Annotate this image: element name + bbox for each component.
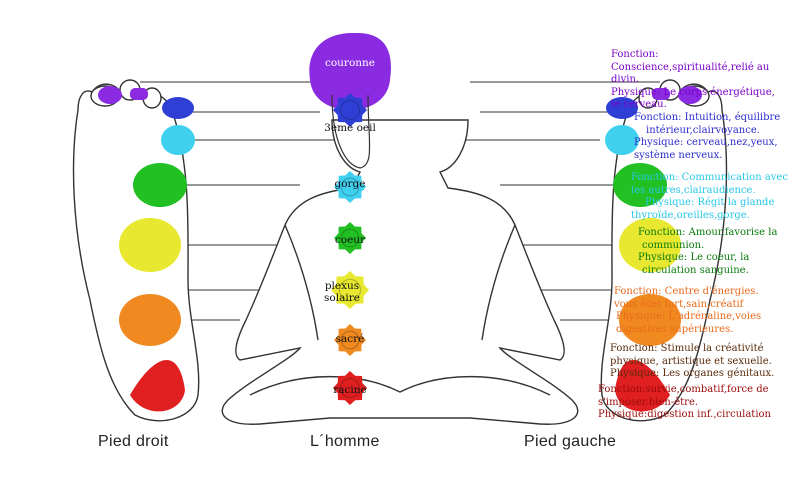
description-line: thyroïde,oreilles,gorge.: [631, 209, 750, 221]
throat-chakra: [334, 171, 366, 203]
description-line: le cerveau.: [611, 99, 667, 110]
chakra-label-sacral: sacré: [335, 333, 365, 345]
figure-label: L´homme: [310, 433, 380, 450]
description-line: circulation sanguine.: [642, 264, 749, 276]
chakra-label-third-eye: 3eme oeil: [324, 122, 376, 134]
chakra-label-heart: coeur: [334, 234, 366, 246]
chakra-label-throat: gorge: [334, 178, 366, 190]
zone-third-eye-right-foot: [162, 97, 194, 119]
description-line: physique, artistique et sexuelle.: [610, 355, 772, 367]
chakra-flowers: [331, 93, 369, 405]
description-sacral: Fonction: Stimule la créativité physique…: [610, 343, 774, 381]
chakra-label-solar: plexus solaire: [324, 280, 360, 304]
description-line: communion.: [642, 239, 705, 251]
seated-figure-outline: [221, 119, 579, 425]
zone-third-eye-left-foot: [606, 97, 638, 119]
zone-heart-left-foot: [613, 163, 667, 207]
zone-solar-left-foot: [619, 218, 681, 272]
description-line: vous êtes fort,sain,créatif: [614, 298, 744, 310]
sacral-chakra-center: [340, 330, 360, 350]
head-outline: [331, 94, 371, 169]
description-line: Fonction: Stimule la créativité: [610, 343, 764, 354]
description-line: digestives supérieures.: [616, 323, 734, 335]
description-throat: Fonction: Communication avec les autres,…: [631, 172, 788, 222]
solar-plexus-chakra: [331, 271, 369, 309]
description-line: Fonction: Centre d'énergies.: [614, 286, 759, 297]
zone-crown-left-foot: [678, 86, 702, 104]
third-eye-chakra: [333, 93, 367, 127]
root-chakra: [333, 371, 367, 405]
root-chakra-center: [340, 378, 360, 398]
sacral-chakra: [334, 324, 366, 356]
description-line: Physique: Les organes génitaux.: [610, 368, 775, 379]
solar-plexus-chakra-center: [339, 279, 361, 301]
crown-chakra: [309, 32, 391, 110]
chakra-label-root: racine: [333, 384, 367, 396]
description-line: Physique: Le corps énergétique,: [611, 86, 775, 98]
description-line: Fonction:: [611, 49, 659, 60]
description-line: divin.: [611, 74, 640, 85]
zone-heart-right-foot: [133, 163, 187, 207]
description-root: Fonction:survie,combatif,force de s'impo…: [598, 384, 771, 422]
description-line: Fonction: Intuition, équilibre: [634, 112, 781, 123]
zone-crown-toe-right: [130, 88, 148, 100]
description-line: intérieur,clairvoyance.: [646, 124, 760, 136]
description-line: Physique: cerveau,nez,yeux,: [634, 137, 778, 148]
zone-solar-right-foot: [119, 218, 181, 272]
reflex-zones: [98, 86, 702, 412]
description-line: Physique: Régit la glande: [645, 197, 775, 208]
description-line: s'imposer.bien-être.: [598, 396, 699, 408]
zone-throat-right-foot: [161, 125, 195, 155]
third-eye-chakra-center: [340, 100, 360, 120]
right-foot-label: Pied droit: [98, 433, 169, 450]
zone-crown-toe-left: [652, 88, 670, 100]
description-line: Physique: Le coeur, la: [638, 252, 750, 263]
zone-sacral-right-foot: [119, 294, 181, 346]
description-line: Fonction:survie,combatif,force de: [598, 384, 769, 395]
zone-root-right-foot: [130, 359, 185, 412]
left-foot-label: Pied gauche: [524, 433, 617, 450]
zone-crown-right-foot: [98, 86, 122, 104]
heart-chakra-center: [340, 228, 360, 248]
description-line: Physique:digestion inf.,circulation: [598, 409, 771, 420]
chakra-label-crown: couronne: [324, 57, 376, 69]
description-heart: Fonction: Amour,favorise la communion. P…: [638, 227, 777, 277]
description-crown: Fonction: Conscience,spiritualité,relié …: [611, 49, 775, 112]
description-line: Conscience,spiritualité,relié au: [611, 61, 770, 73]
description-third-eye: Fonction: Intuition, équilibre intérieur…: [634, 112, 780, 162]
zone-sacral-left-foot: [619, 294, 681, 346]
description-line: Fonction: Amour,favorise la: [638, 227, 778, 238]
throat-chakra-center: [340, 177, 360, 197]
description-line: les autres,clairaudience.: [631, 184, 756, 196]
zone-root-left-foot: [615, 359, 670, 412]
description-line: Fonction: Communication avec: [631, 172, 788, 183]
description-line: Physique: L'adrénaline,voies: [616, 311, 762, 322]
description-solar: Fonction: Centre d'énergies. vous êtes f…: [614, 286, 761, 336]
heart-chakra: [334, 222, 366, 254]
description-line: système nerveux.: [634, 149, 723, 161]
zone-throat-left-foot: [605, 125, 639, 155]
